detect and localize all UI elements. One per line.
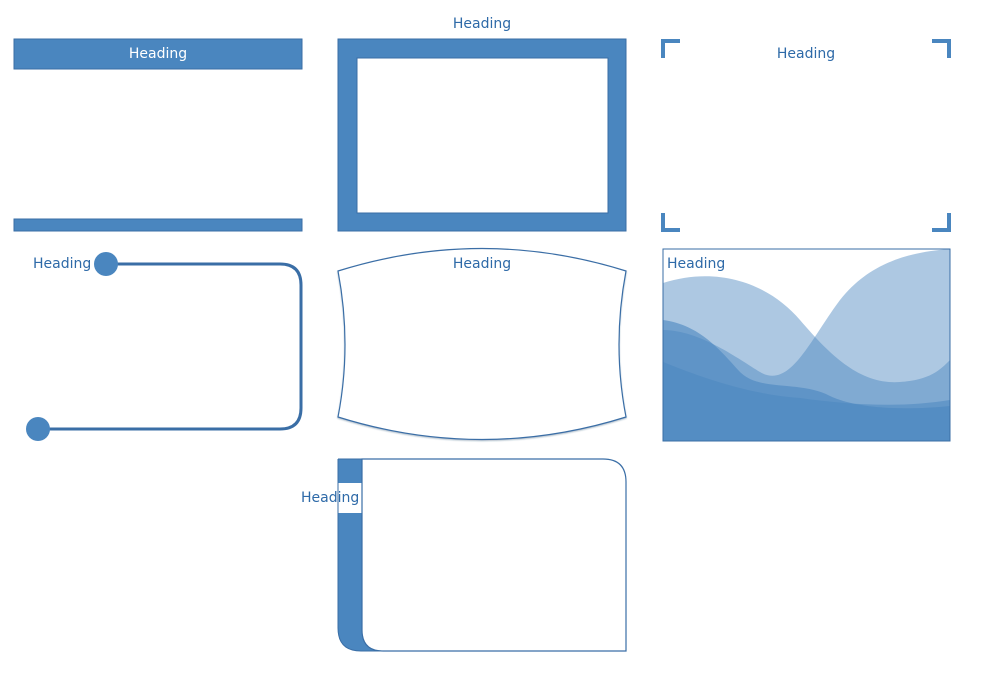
connector-line: [38, 262, 303, 431]
banded-top-band: [13, 38, 303, 70]
thick-frame-border: [337, 38, 627, 232]
bowed-container: [337, 247, 627, 441]
bracket-bottom-left: [661, 213, 680, 232]
banded-container: [13, 38, 303, 232]
corner-brackets-heading: Heading: [776, 46, 836, 62]
thick-frame-heading: Heading: [452, 16, 512, 32]
side-tab-container: [306, 458, 627, 652]
corner-brackets-container: [661, 39, 951, 232]
banded-heading: Heading: [128, 46, 188, 62]
side-tab-heading: Heading: [301, 490, 360, 506]
bowed-heading: Heading: [452, 256, 512, 272]
bracket-top-left: [661, 39, 680, 58]
bowed-outline: [337, 247, 627, 441]
banded-bottom-band: [13, 218, 303, 232]
side-tab-panel: [361, 458, 627, 652]
waves-heading: Heading: [667, 256, 726, 272]
connector-circles-heading: Heading: [33, 256, 92, 272]
waves-border: [662, 248, 951, 442]
bracket-top-right: [932, 39, 951, 58]
wave-4: [663, 362, 950, 441]
waves-container: [662, 248, 951, 442]
connector-start-dot: [94, 252, 118, 276]
side-tab-label-backing: [306, 483, 362, 513]
connector-circles-container: [26, 252, 303, 441]
connector-end-dot: [26, 417, 50, 441]
side-tab-outline: [337, 458, 626, 652]
thick-frame-container: [337, 38, 627, 232]
bracket-bottom-right: [932, 213, 951, 232]
